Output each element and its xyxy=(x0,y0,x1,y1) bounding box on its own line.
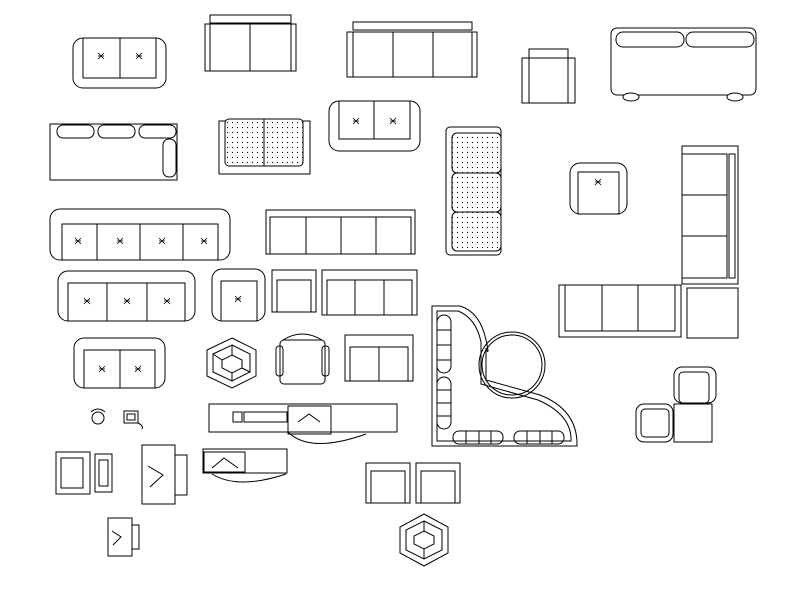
loveseat-flat xyxy=(344,334,414,382)
sofa-3-seat-dotted-vertical xyxy=(445,126,502,256)
loveseat-dotted xyxy=(218,118,311,175)
lamp-table xyxy=(55,451,113,495)
sofa-3-seat xyxy=(346,21,478,78)
sofa-3-seat-flat xyxy=(321,269,418,316)
sofa-3-seat-cushioned xyxy=(57,270,196,322)
armchair-cushioned xyxy=(211,268,266,322)
armchair-small xyxy=(521,48,576,104)
sectional-with-round-table xyxy=(431,305,578,447)
ottoman-square xyxy=(686,287,739,339)
armchair-square xyxy=(271,269,317,313)
square-table-with-chair xyxy=(141,444,188,505)
sofa-2-seat xyxy=(204,14,297,72)
small-table-with-chair xyxy=(107,517,140,557)
loveseat-cushioned xyxy=(328,100,421,152)
computer xyxy=(123,410,143,430)
loveseat-cushioned-lower xyxy=(73,337,166,389)
tub-chair xyxy=(673,366,717,404)
daybed-with-bolsters xyxy=(49,123,178,181)
telephone xyxy=(90,408,106,425)
sofa-4-seat-cushioned xyxy=(49,208,231,261)
armchair-round xyxy=(569,162,628,215)
sofa-3-seat-bolsters xyxy=(610,27,757,102)
sofa-4-seat xyxy=(265,209,416,255)
arm-chair-pair xyxy=(365,462,461,504)
sofa-2-seat-cushioned xyxy=(72,37,167,89)
hexagon-table-lower xyxy=(399,513,449,567)
desk-with-chair xyxy=(202,448,288,483)
side-table xyxy=(673,403,713,443)
sofa-3-seat-right xyxy=(558,284,682,338)
lounge-chair-left xyxy=(635,403,674,443)
office-chair xyxy=(275,333,330,385)
sofa-3-seat-vertical xyxy=(681,145,739,285)
hexagon-table xyxy=(206,337,257,389)
reception-desk xyxy=(208,403,398,444)
